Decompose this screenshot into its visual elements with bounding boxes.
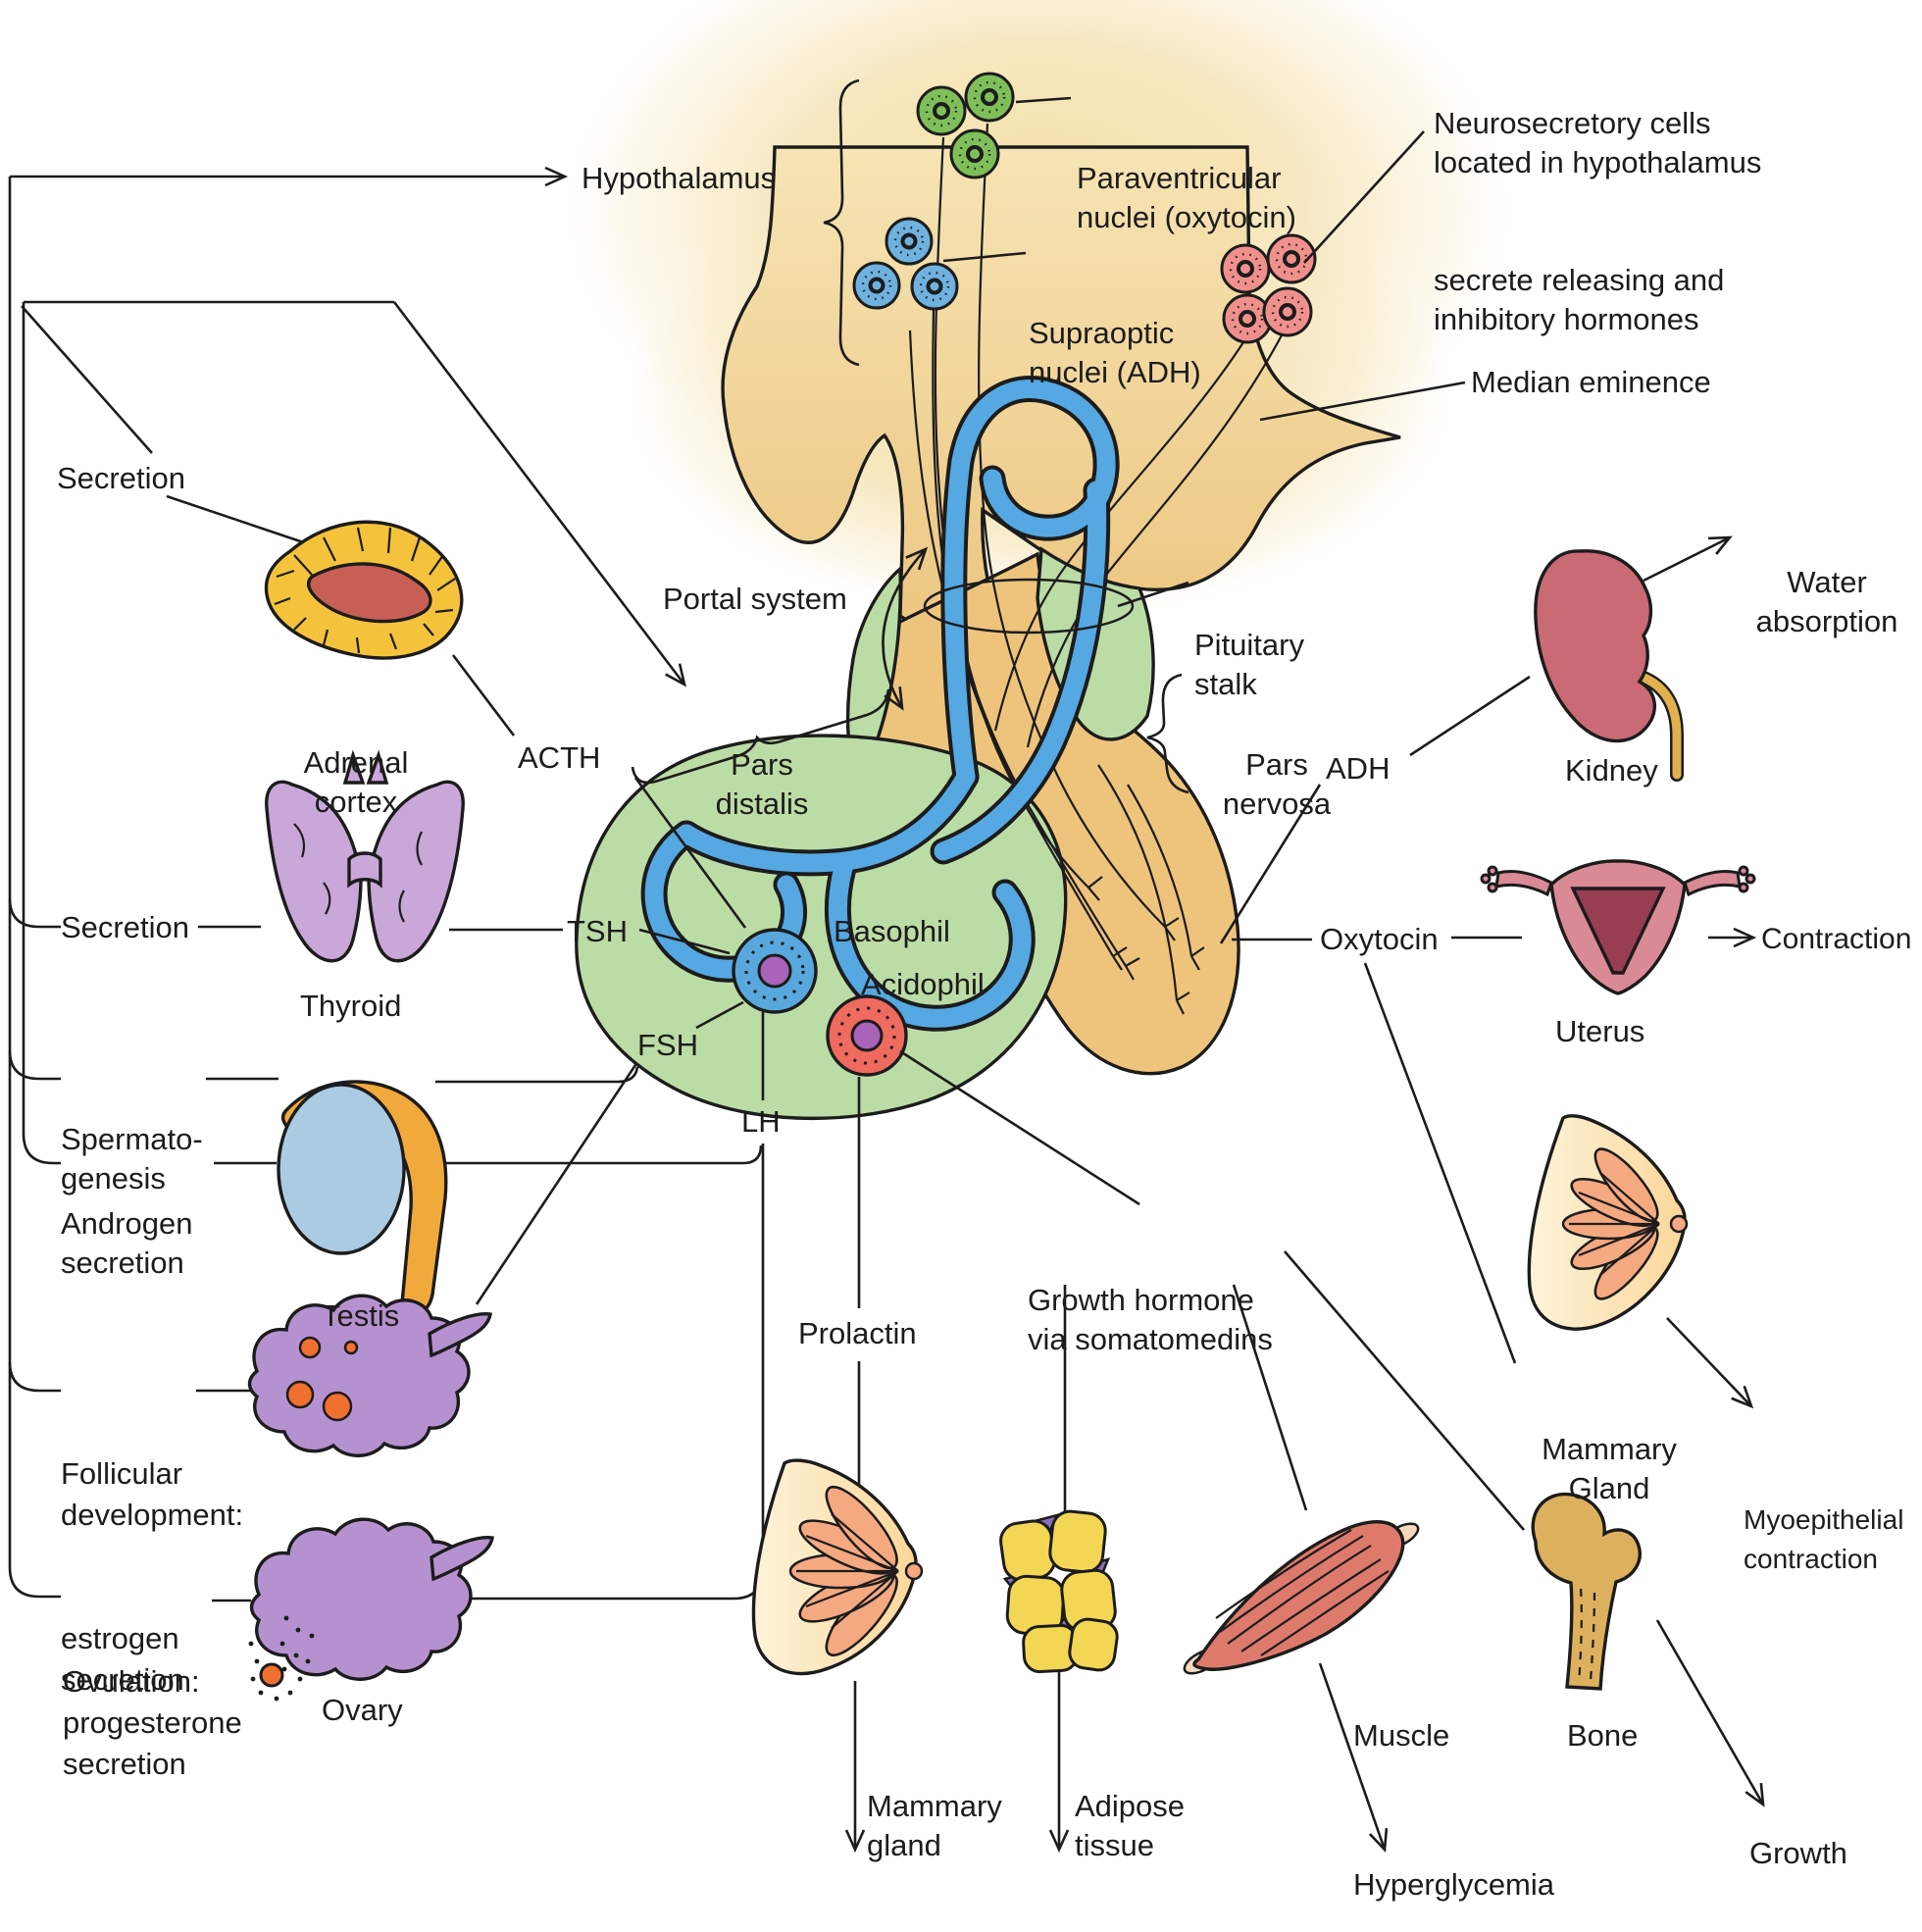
- muscle-label: Muscle: [1353, 1718, 1450, 1753]
- portal-vessels: [640, 376, 1120, 1032]
- uterus-label: Uterus: [1555, 1014, 1645, 1048]
- prolactin-label: Prolactin: [798, 1316, 917, 1350]
- milk-secretion-label: Milksecretion: [826, 1857, 949, 1932]
- oxytocin-label: Oxytocin: [1320, 922, 1439, 956]
- testis-label: Testis: [322, 1298, 400, 1333]
- mammary-gland-bottom-illustration: [751, 1458, 924, 1676]
- secretion-thyroid-label: Secretion: [61, 910, 189, 944]
- bone-label: Bone: [1567, 1718, 1639, 1753]
- outcome-arrows: [844, 535, 1765, 1854]
- thyroid-label: Thyroid: [300, 989, 402, 1023]
- adrenal-cortex-illustration: [264, 520, 464, 660]
- bone-illustration: [1531, 1492, 1642, 1691]
- portal-flow-arrow: [882, 546, 929, 711]
- thyroid-illustration: [265, 749, 465, 963]
- muscle-illustration: [1183, 1520, 1420, 1675]
- releasing-hormone-cells: [1220, 233, 1317, 344]
- braces: [631, 78, 1189, 794]
- feedback-lines: [8, 166, 686, 1599]
- spermatogenesis-label: Spermato-genesis: [61, 1122, 203, 1195]
- ovary-ovulation-illustration: [248, 1517, 494, 1702]
- secretion-adrenal-label: Secretion: [57, 461, 185, 495]
- paraventricular-cells: [916, 72, 1015, 179]
- testis-illustration: [277, 1080, 448, 1315]
- contraction-label: Contraction: [1761, 923, 1912, 955]
- acidophil-cell: [826, 994, 908, 1077]
- basophil-label: Basophil: [834, 914, 950, 948]
- ovulated-egg: [259, 1662, 284, 1688]
- kidney-illustration: [1534, 549, 1684, 782]
- ovary-follicular-illustration: [247, 1294, 492, 1457]
- uterus-illustration: [1480, 859, 1756, 995]
- adh-label: ADH: [1326, 751, 1391, 786]
- growth-label: Growth: [1749, 1836, 1847, 1870]
- portal-system-label: Portal system: [663, 582, 847, 616]
- fsh-label: FSH: [637, 1028, 698, 1062]
- tsh-label: TSH: [567, 914, 628, 948]
- acidophil-label: Acidophil: [861, 967, 985, 1001]
- kidney-label: Kidney: [1565, 753, 1658, 788]
- basophil-cell: [732, 928, 818, 1014]
- ovary-label: Ovary: [322, 1693, 403, 1727]
- hypothalamus-label: Hypothalamus: [582, 161, 777, 195]
- lh-label: LH: [741, 1104, 781, 1139]
- adipose-tissue-illustration: [999, 1509, 1119, 1674]
- acth-label: ACTH: [518, 740, 601, 775]
- mammary-gland-right-illustration: [1527, 1114, 1689, 1331]
- hyperglycemia-label: Hyperglycemia: [1353, 1867, 1555, 1902]
- elevation-ffa-label: Elevation of freefatty acids: [998, 1857, 1218, 1932]
- median-eminence-label: Median eminence: [1471, 365, 1711, 399]
- supraoptic-cells: [852, 217, 959, 311]
